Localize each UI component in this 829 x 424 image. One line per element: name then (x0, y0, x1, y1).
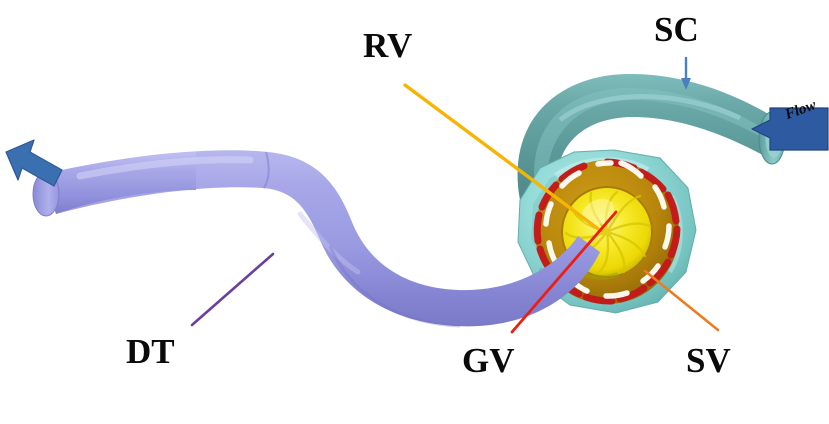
leader-lines (190, 56, 720, 334)
label-sc: SC (654, 10, 699, 49)
draft-tube (32, 150, 600, 328)
outflow-arrow (5, 139, 63, 187)
label-sv: SV (686, 341, 731, 380)
spiral-casing-intake (517, 73, 772, 206)
guide-vanes-white (543, 160, 672, 299)
leader-dt (190, 252, 275, 327)
leader-sc-head (681, 78, 691, 90)
leader-sv (643, 269, 720, 332)
label-gv: GV (462, 341, 515, 380)
leader-rv (403, 83, 603, 233)
inflow-arrow (751, 107, 829, 151)
leader-gv (510, 210, 618, 334)
label-rv: RV (363, 26, 413, 65)
label-dt: DT (126, 332, 175, 371)
